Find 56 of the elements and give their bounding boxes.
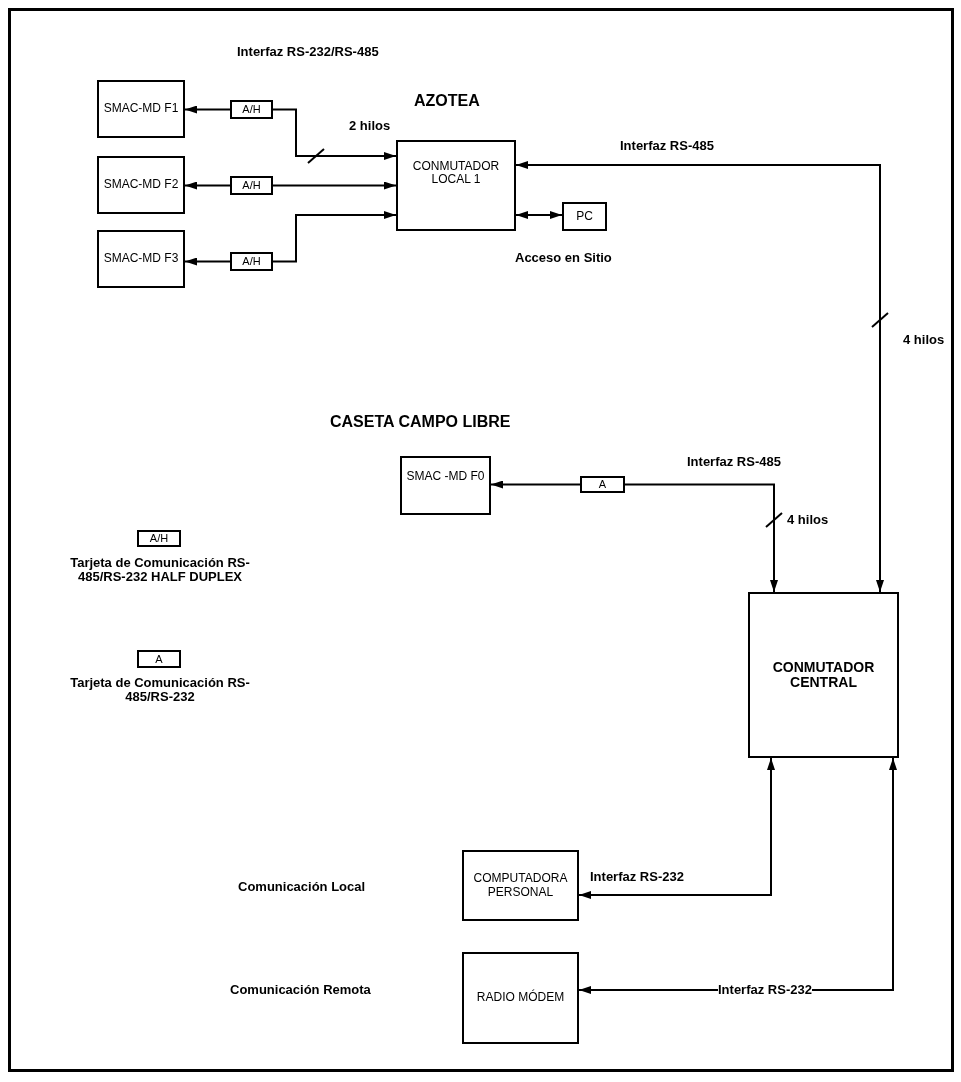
device-box [97,230,185,288]
connector-arrow [515,211,563,219]
connector-arrow [272,211,397,263]
annotation-text: Interfaz RS-232/RS-485 [237,44,379,59]
annotation-text: Comunicación Remota [230,982,371,997]
node-text: CONMUTADOR CENTRAL [771,659,876,691]
node-text: A/H [148,532,170,545]
node-text: COMPUTADORA PERSONAL [472,872,569,899]
device-box [230,176,273,195]
node-text: PC [575,209,594,224]
node-text: RADIO MÓDEM [475,991,566,1005]
device-box [462,952,579,1044]
annotation-text: CASETA CAMPO LIBRE [330,413,511,431]
legend-text: Tarjeta de Comunicación RS-485/RS-232 HALF DUPLEX [69,556,251,584]
connector-arrow [184,257,231,266]
node-text: A/H [241,255,262,268]
device-box [400,456,491,515]
device-box [97,156,185,214]
connector-arrow [272,108,397,160]
node-text: SMAC-MD F1 [102,102,180,116]
node-text: SMAC-MD F2 [102,178,180,192]
device-box [230,100,273,119]
node-text: SMAC -MD F0 [405,470,486,484]
node-text: SMAC-MD F3 [102,252,180,266]
annotation-text: AZOTEA [414,92,480,110]
annotation-text: 4 hilos [903,332,945,347]
annotation-text: 4 hilos [787,512,829,527]
edge-label: Interfaz RS-232 [718,982,812,997]
legend-text: Tarjeta de Comunicación RS-485/RS-232 [69,676,251,704]
device-box [396,140,516,231]
connector-arrow [624,483,778,593]
node-text: CONMUTADOR LOCAL 1 [411,160,501,187]
device-box [137,650,181,668]
device-box [748,592,899,758]
node-text: A [597,478,608,491]
node-text: A/H [241,103,262,116]
device-box [562,202,607,231]
node-text: A/H [241,179,262,192]
device-box [462,850,579,921]
device-box [137,530,181,547]
annotation-text: Comunicación Local [238,879,366,894]
connector-arrow [578,757,775,899]
connector-arrow [490,480,581,489]
edge-label: 2 hilos [349,118,391,133]
device-box [230,252,273,271]
connector-arrow [184,181,231,190]
connector-arrow [184,105,231,114]
edge-label: Interfaz RS-485 [687,454,781,469]
edge-label: Interfaz RS-485 [620,138,714,153]
connector-arrow [515,161,884,593]
annotation-text: Acceso en Sitio [515,250,612,265]
device-box [97,80,185,138]
edge-label: Interfaz RS-232 [590,869,684,884]
node-text: A [154,652,164,666]
connector-arrow [272,181,397,190]
device-box [580,476,625,493]
